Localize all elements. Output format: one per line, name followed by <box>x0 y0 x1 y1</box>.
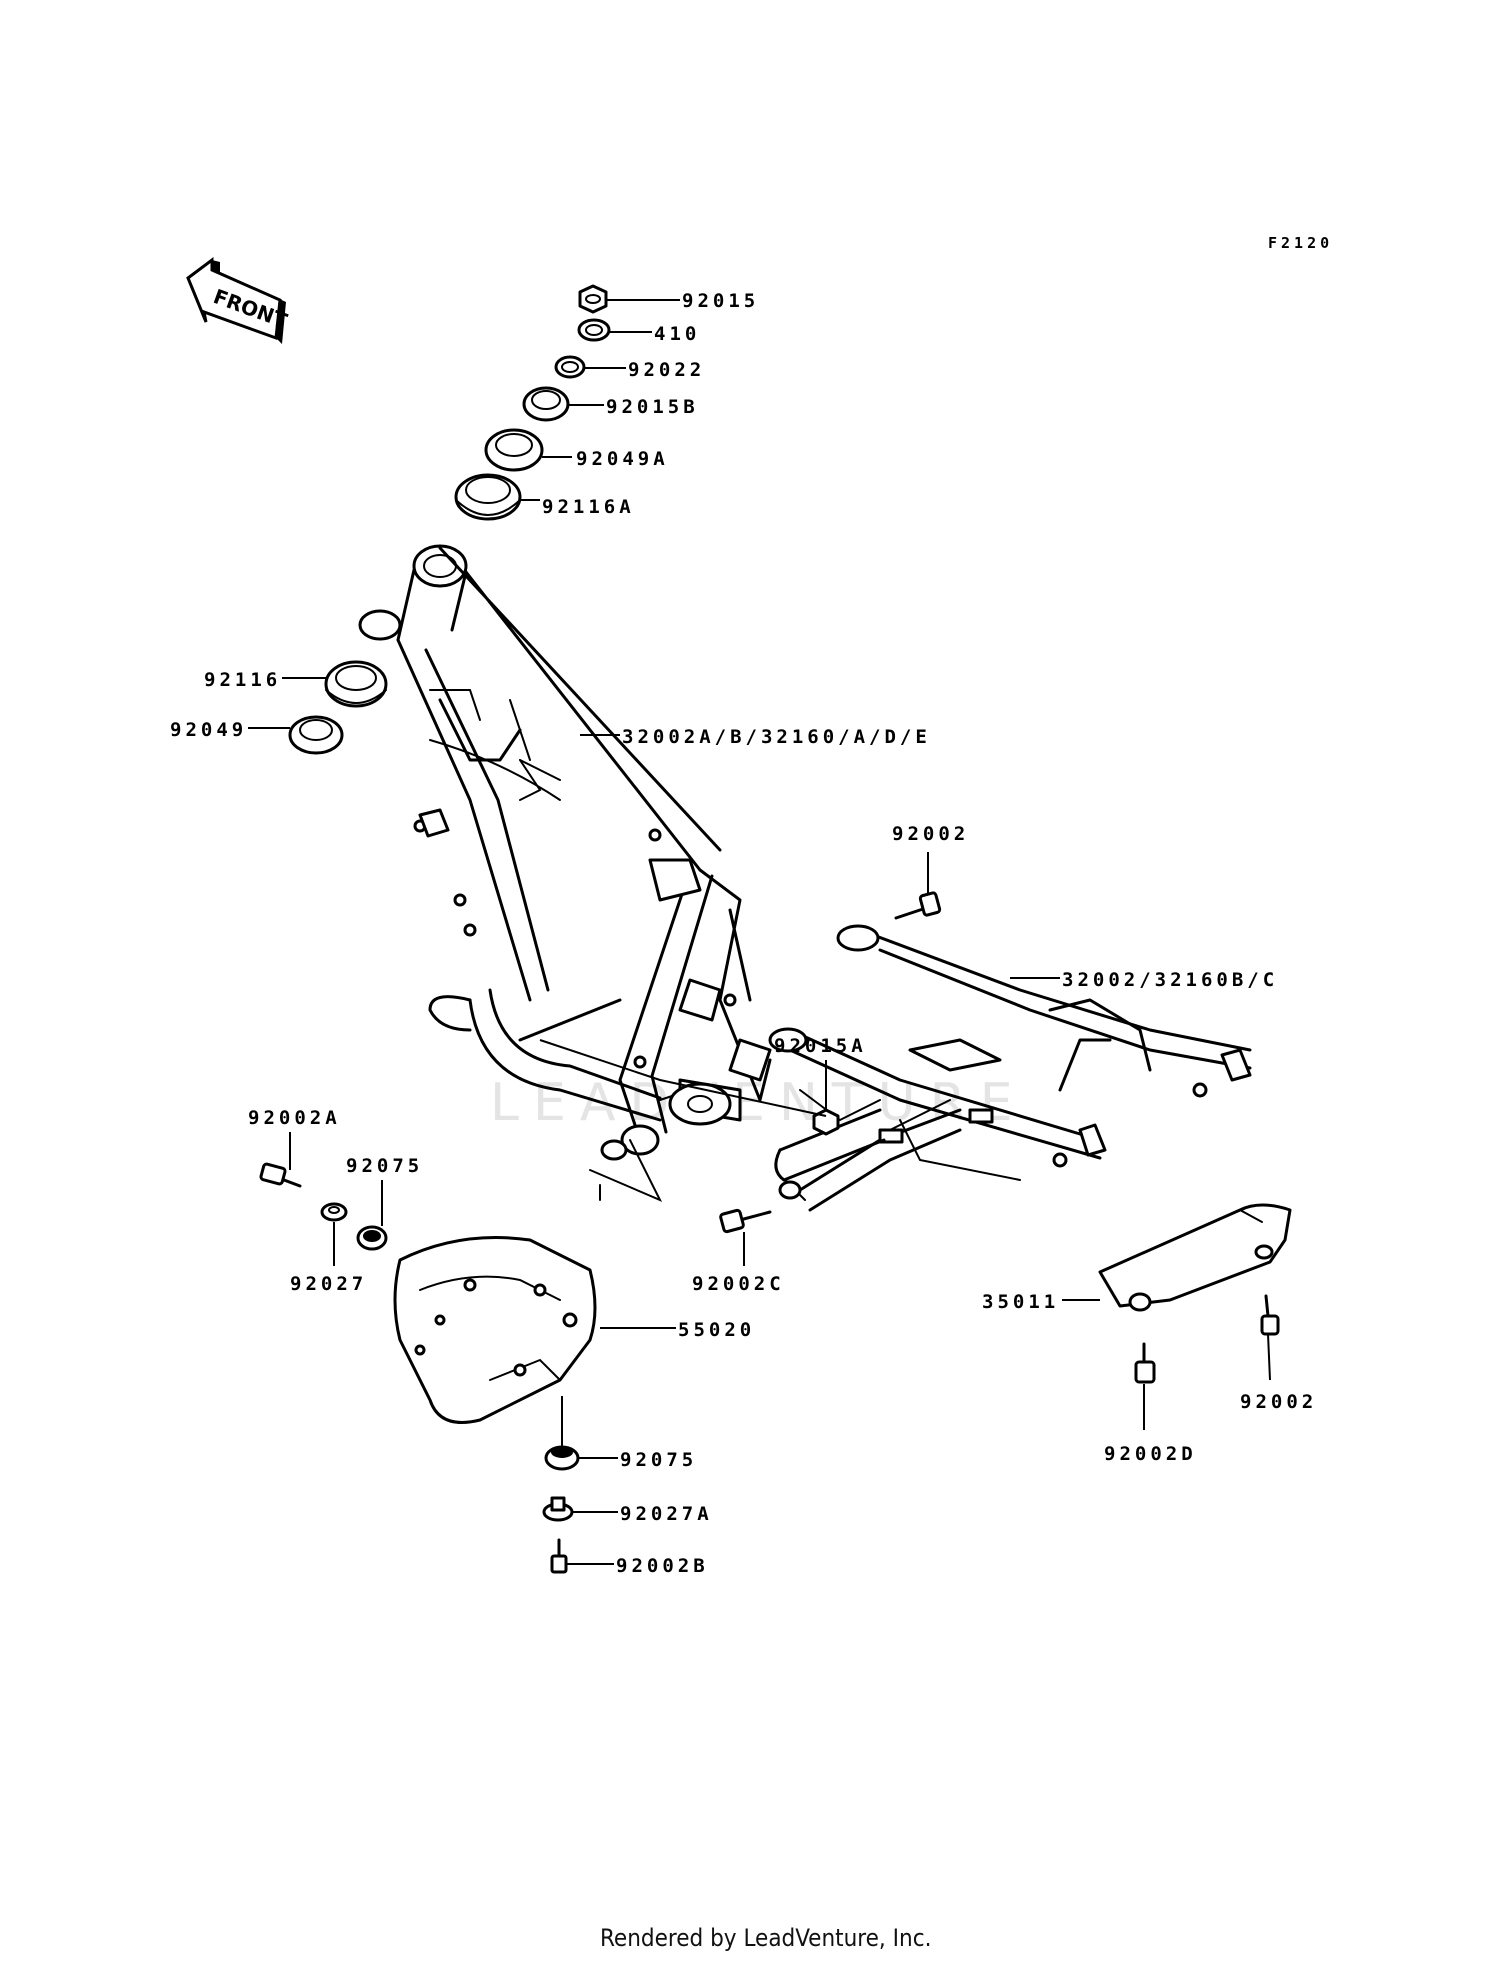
label-92049A[interactable]: 92049A <box>576 448 669 470</box>
label-92002C[interactable]: 92002C <box>692 1273 785 1295</box>
leader-lines <box>248 299 1271 1565</box>
label-55020[interactable]: 55020 <box>678 1319 755 1341</box>
lower-bearing[interactable] <box>324 660 388 708</box>
label-92022[interactable]: 92022 <box>628 359 705 381</box>
label-92002-upper[interactable]: 92002 <box>892 823 969 845</box>
rear-frame-upper-bolt[interactable] <box>894 891 942 920</box>
label-92002D[interactable]: 92002D <box>1104 1443 1197 1465</box>
label-410[interactable]: 410 <box>654 323 700 345</box>
skid-plate-damper-upper[interactable] <box>356 1225 388 1251</box>
label-92116A[interactable]: 92116A <box>542 496 635 518</box>
label-92075-upper[interactable]: 92075 <box>346 1155 423 1177</box>
label-92002B[interactable]: 92002B <box>616 1555 709 1577</box>
label-32002-32160B-C[interactable]: 32002/32160B/C <box>1062 969 1278 991</box>
label-92015[interactable]: 92015 <box>682 290 759 312</box>
stem-nut-slotted[interactable] <box>522 386 570 422</box>
stem-lock-ring[interactable] <box>554 355 586 379</box>
skid-plate-collar[interactable] <box>320 1202 348 1222</box>
front-arrow-icon: FRONT <box>186 257 291 344</box>
label-92002A[interactable]: 92002A <box>248 1107 341 1129</box>
upper-bearing-race[interactable] <box>484 428 544 472</box>
skid-plate[interactable] <box>393 1236 597 1424</box>
diagram-code: F2120 <box>1268 234 1333 252</box>
steering-stem-nut[interactable] <box>578 284 608 314</box>
upper-bearing[interactable] <box>454 473 522 521</box>
label-35011[interactable]: 35011 <box>982 1291 1059 1313</box>
footer-credit: Rendered by LeadVenture, Inc. <box>600 1924 931 1952</box>
label-92015B[interactable]: 92015B <box>606 396 699 418</box>
label-92027A[interactable]: 92027A <box>620 1503 713 1525</box>
stem-washer[interactable] <box>577 318 611 342</box>
skid-plate-damper-lower[interactable] <box>544 1445 580 1471</box>
label-92027[interactable]: 92027 <box>290 1273 367 1295</box>
skid-plate-collar-lower[interactable] <box>542 1496 574 1522</box>
skid-plate-bolt[interactable] <box>259 1162 302 1188</box>
label-92075-lower[interactable]: 92075 <box>620 1449 697 1471</box>
label-92116[interactable]: 92116 <box>204 669 281 691</box>
label-92049[interactable]: 92049 <box>170 719 247 741</box>
label-92002-right[interactable]: 92002 <box>1240 1391 1317 1413</box>
label-92015A[interactable]: 92015A <box>774 1035 867 1057</box>
chain-guide[interactable] <box>1098 1203 1292 1312</box>
part-labels: 92015 410 92022 92015B 92049A 92116A 921… <box>170 290 1317 1577</box>
skid-plate-bolt-lower[interactable] <box>550 1538 568 1574</box>
rear-sub-frame[interactable] <box>768 924 1252 1212</box>
lower-bearing-race[interactable] <box>288 715 344 755</box>
main-frame[interactable] <box>358 544 772 1202</box>
rear-frame-lower-bolt[interactable] <box>719 1208 772 1234</box>
label-32002A-B-32160-A-D-E[interactable]: 32002A/B/32160/A/D/E <box>622 726 931 748</box>
chain-guide-bolt[interactable] <box>1134 1342 1156 1384</box>
chain-guide-rear-bolt[interactable] <box>1260 1294 1280 1336</box>
